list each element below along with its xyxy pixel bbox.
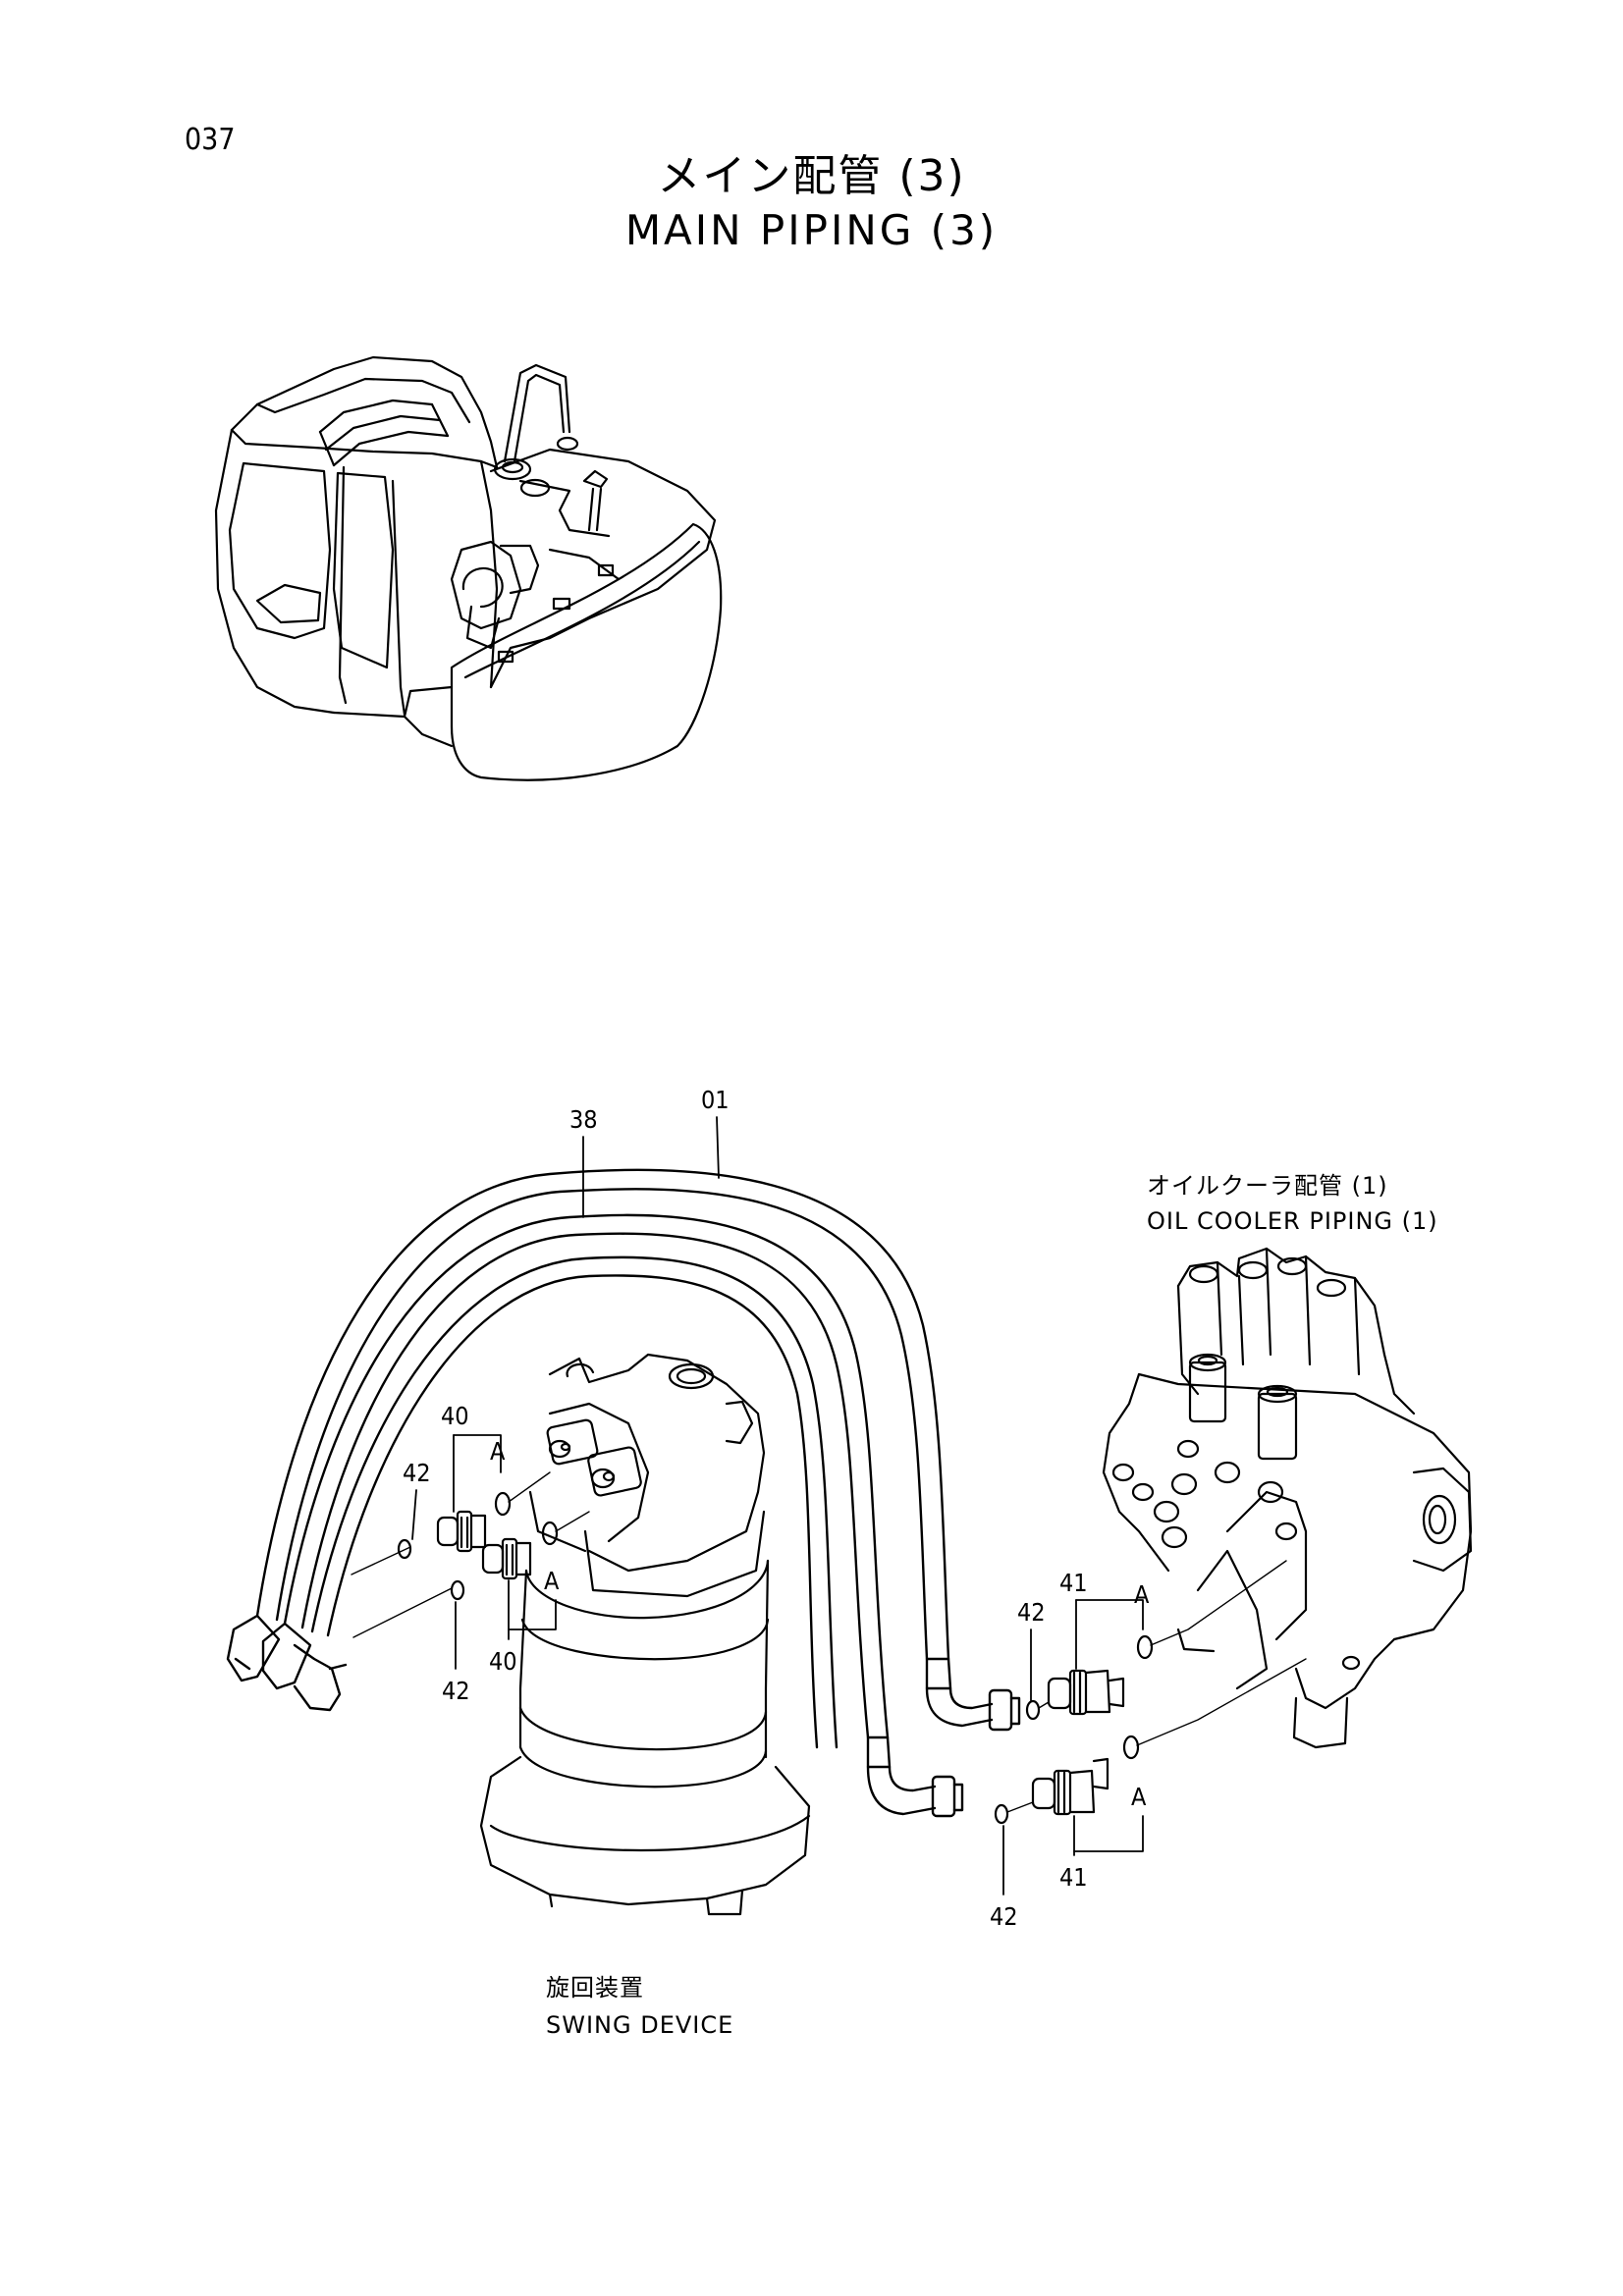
hose-assemblies — [228, 1170, 1019, 1816]
right-hose-elbow-fittings — [868, 1659, 1019, 1816]
o-ring-a-swing-2 — [543, 1522, 557, 1544]
swing-device-label-japanese: 旋回装置 — [546, 1974, 644, 2002]
page-number: 037 — [185, 123, 236, 157]
part-number-42-right-bottom: 42 — [990, 1902, 1018, 1931]
page-title-english: MAIN PIPING (3) — [624, 206, 999, 254]
o-ring-a-swing-1 — [496, 1493, 510, 1515]
hydraulic-tank-fittings — [452, 542, 520, 628]
control-valve — [1104, 1249, 1471, 1747]
cab-front-window — [230, 463, 330, 638]
adapters-and-o-rings — [399, 1493, 1152, 1823]
cab-door-window — [334, 473, 393, 667]
port-label-a-4: A — [1131, 1783, 1147, 1811]
adapter-41-lower — [1033, 1759, 1108, 1814]
part-number-01: 01 — [701, 1086, 730, 1114]
part-number-40-bottom: 40 — [489, 1647, 517, 1676]
o-ring-42-right-top — [1027, 1701, 1039, 1719]
page-title-japanese: メイン配管 (3) — [657, 151, 966, 201]
part-number-38: 38 — [569, 1105, 598, 1134]
handrail — [505, 365, 569, 461]
part-number-41-bottom: 41 — [1059, 1863, 1088, 1892]
oil-cooler-label-japanese: オイルクーラ配管 (1) — [1147, 1172, 1388, 1200]
swing-device — [481, 1355, 809, 1914]
o-ring-42-right-bottom — [996, 1805, 1007, 1823]
part-number-42-right-top: 42 — [1017, 1598, 1046, 1627]
cab-body — [216, 430, 334, 713]
hose-38 — [285, 1215, 888, 1737]
adapter-40-upper — [438, 1512, 485, 1551]
excavator-overview-illustration — [216, 357, 721, 780]
counterweight — [452, 524, 721, 780]
swing-device-label-english: SWING DEVICE — [546, 2011, 734, 2039]
assembly-dash-lines — [352, 1472, 1306, 1812]
hose-01 — [257, 1170, 948, 1659]
adapter-41-upper — [1049, 1671, 1123, 1714]
upper-deck — [491, 450, 715, 687]
adapter-40-lower — [483, 1539, 530, 1578]
cab-roof — [232, 357, 497, 467]
oil-cooler-label-english: OIL COOLER PIPING (1) — [1147, 1207, 1438, 1235]
o-ring-a-valve-2 — [1124, 1736, 1138, 1758]
part-number-42-left-top: 42 — [403, 1459, 431, 1487]
part-number-42-left-bottom: 42 — [442, 1677, 470, 1705]
part-number-40-top: 40 — [441, 1402, 469, 1430]
o-ring-42-left-top — [399, 1540, 410, 1558]
left-hose-end-fittings — [228, 1616, 346, 1710]
port-label-a-2: A — [544, 1567, 560, 1595]
o-ring-a-valve-1 — [1138, 1636, 1152, 1658]
o-ring-42-left-bottom — [452, 1581, 463, 1599]
leader-lines — [412, 1117, 1143, 1895]
part-number-41-top: 41 — [1059, 1569, 1088, 1597]
